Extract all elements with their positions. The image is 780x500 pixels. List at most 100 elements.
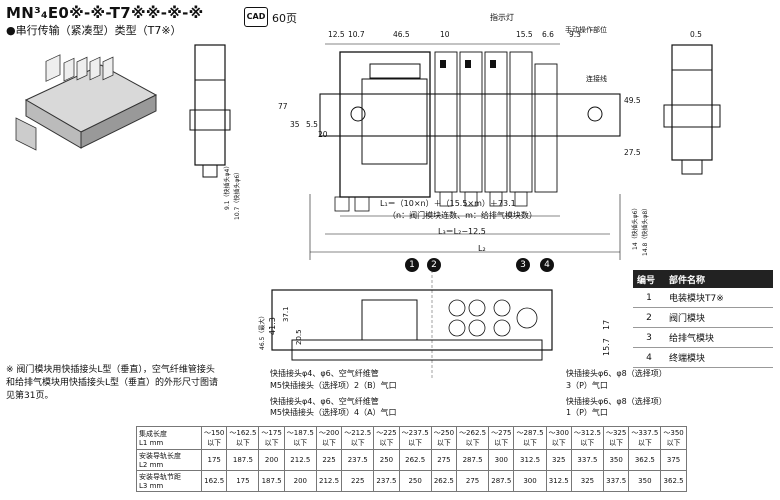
- length-cell-unit: 以下: [551, 439, 566, 447]
- length-cell: 350: [628, 470, 662, 492]
- length-cell: 212.5: [315, 470, 343, 492]
- dim-5-5: 5.5: [306, 120, 318, 129]
- port-label-left-1: 快插接头φ4、φ6、空气纤维管: [270, 369, 379, 378]
- left-end-view: [189, 44, 231, 178]
- dim-41-3: 41.3: [268, 317, 277, 335]
- length-cell: 262.5: [398, 449, 432, 471]
- vlabel-left-1: 9.1（快插头φ4）: [224, 162, 231, 210]
- length-cell: ～225 以下: [373, 426, 400, 450]
- length-cell-unit: 以下: [436, 439, 451, 447]
- length-cell-value: ～225: [376, 429, 397, 437]
- length-row-label-text: 安装导轨节距: [139, 473, 181, 481]
- length-cell: 300: [488, 449, 515, 471]
- dim-15-7: 15.7: [602, 338, 611, 356]
- length-cell: 262.5: [430, 470, 458, 492]
- length-cell: 362.5: [628, 449, 662, 471]
- dim-35: 35: [290, 120, 300, 129]
- length-cell: 375: [660, 449, 687, 471]
- length-cell-unit: 以下: [207, 439, 222, 447]
- callout-manual: 手动操作部位: [565, 26, 607, 34]
- cad-badge[interactable]: CAD: [244, 7, 268, 27]
- length-cell-unit: 以下: [379, 439, 394, 447]
- length-cell-value: ～237.5: [401, 429, 429, 437]
- dim-10-7: 10.7: [348, 30, 365, 39]
- dim-6-6: 6.6: [542, 30, 554, 39]
- length-cell-unit: 以下: [322, 439, 337, 447]
- length-cell: 362.5: [660, 470, 687, 492]
- vlabel-right-1: 14（快插头φ6）: [632, 204, 639, 250]
- length-cell: 200: [283, 470, 317, 492]
- parts-header-name: 部件名称: [665, 270, 773, 288]
- port-label-right-1: 快插接头φ6、φ8（选择项）: [566, 369, 667, 378]
- dim-37-1: 37.1: [282, 306, 290, 322]
- length-cell-value: ～150: [204, 429, 225, 437]
- parts-header-no: 编号: [633, 270, 665, 288]
- table-row: 1 电装模块T7※: [633, 288, 773, 308]
- length-row-label-text: 安装导轨长度: [139, 452, 181, 460]
- length-cell: 287.5: [488, 470, 515, 492]
- length-cell: 337.5: [570, 449, 604, 471]
- length-row-label-text: 集成长度: [139, 430, 167, 438]
- dim-46-5: 46.5: [393, 30, 410, 39]
- length-row-unit: L1 mm: [139, 439, 164, 447]
- l1-note: （n：阀门模块连数、m：给排气模块数）: [388, 211, 537, 220]
- length-cell-unit: 以下: [637, 439, 652, 447]
- table-row: 2 阀门模块: [633, 307, 773, 328]
- item-number-1: 1: [405, 258, 419, 272]
- length-cell-value: ～200: [318, 429, 340, 437]
- length-cell: 337.5: [602, 470, 630, 492]
- length-cell: 225: [315, 449, 343, 471]
- vlabel-left-2: 10.7（快插头φ6）: [234, 168, 241, 220]
- length-cell-value: ～312.5: [573, 429, 601, 437]
- length-cell: ～200 以下: [315, 426, 343, 450]
- page-title: MN³₄E0※-※-T7※※-※-※: [6, 4, 204, 22]
- item-number-4: 4: [540, 258, 554, 272]
- parts-name: 给排气模块: [665, 327, 773, 348]
- length-cell-value: ～337.5: [631, 429, 659, 437]
- length-cell: 187.5: [258, 470, 285, 492]
- length-row-unit: L2 mm: [139, 461, 164, 469]
- length-row-unit: L3 mm: [139, 482, 164, 490]
- length-cell-unit: 以下: [408, 439, 423, 447]
- l2-label: L₂: [478, 244, 486, 253]
- callout-connector: 连接线: [586, 75, 607, 83]
- length-cell-value: ～275: [491, 429, 512, 437]
- parts-name: 终端模块: [665, 347, 773, 368]
- length-cell: 250: [373, 449, 400, 471]
- port-label-right-2: 3（P）气口: [566, 381, 608, 390]
- bottom-side-view: [271, 270, 553, 380]
- right-end-view: [663, 44, 721, 175]
- l3-formula: L₃＝L₂−12.5: [438, 227, 486, 236]
- dim-20: 20: [318, 130, 328, 139]
- main-front-view: [309, 43, 621, 260]
- length-cell-value: ～262.5: [459, 429, 487, 437]
- length-cell: 325: [570, 470, 604, 492]
- dim-right-0-5: 0.5: [690, 30, 702, 39]
- l1-formula: L₁＝（10×n）＋（15.5×m）＋73.1: [380, 199, 516, 208]
- dim-9-3: 9.3: [569, 30, 581, 39]
- length-cell-unit: 以下: [523, 439, 537, 447]
- dim-12-5: 12.5: [328, 30, 345, 39]
- dim-49-5: 49.5: [624, 96, 641, 105]
- length-cell-value: ～325: [605, 429, 627, 437]
- parts-table-header: 编号 部件名称: [633, 270, 773, 288]
- dim-46-5-max: 46.5（最大）: [259, 312, 266, 350]
- length-cell: ～150 以下: [200, 426, 228, 450]
- dim-17: 17: [602, 319, 611, 330]
- dim-27-5: 27.5: [624, 148, 641, 157]
- length-cell: 275: [430, 449, 458, 471]
- parts-name: 电装模块T7※: [665, 288, 773, 308]
- callout-indicator: 指示灯: [490, 13, 514, 22]
- parts-no: 2: [633, 307, 665, 328]
- cad-page-ref: 60页: [272, 12, 297, 25]
